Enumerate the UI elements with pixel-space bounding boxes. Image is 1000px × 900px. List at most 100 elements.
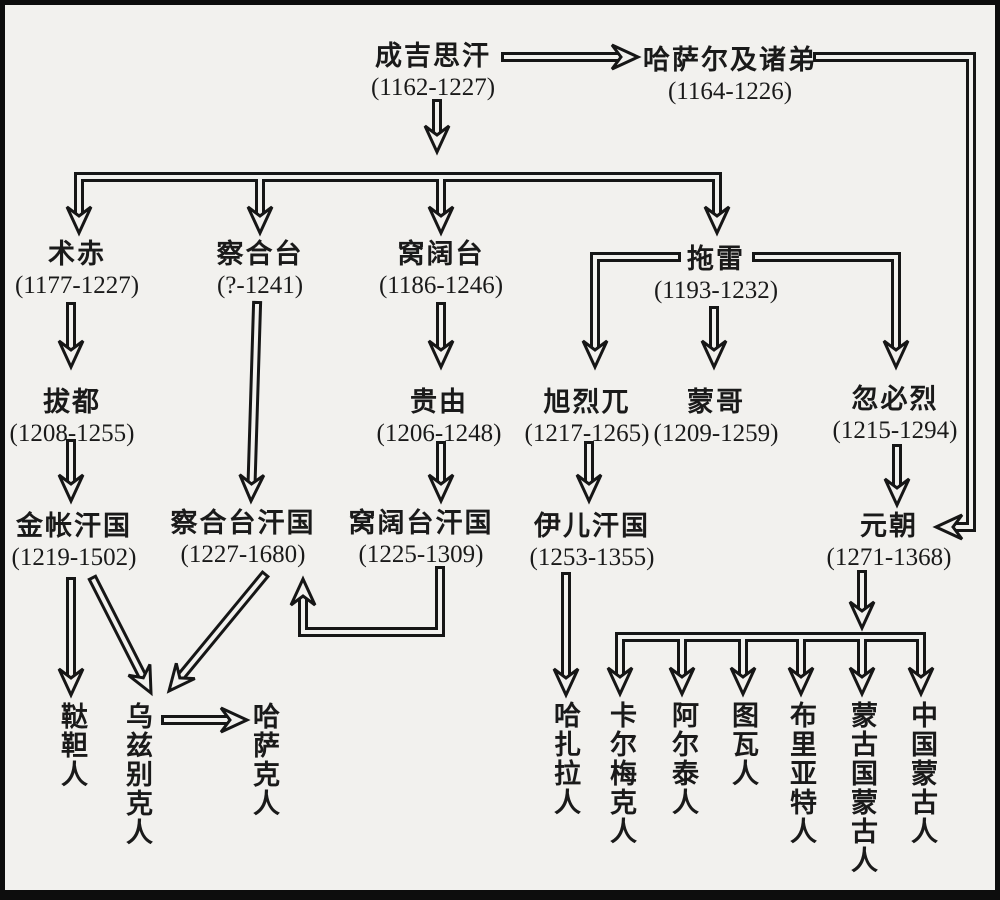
arrow-branch-bar-row5-core [618, 635, 923, 681]
node-yierhanguo-dates: (1253-1355) [529, 544, 655, 571]
arrowhead-tuolei-to-hubilie [882, 339, 910, 371]
node-mengguguomengguren: 蒙古国蒙古人 [847, 701, 877, 875]
node-guiyou-dates: (1206-1248) [376, 420, 502, 447]
node-wokuotaihanguo-dates: (1225-1309) [358, 541, 484, 568]
arrowhead-badu-to-jinzhanghanguo [57, 473, 85, 505]
node-hubilie-dates: (1215-1294) [832, 417, 958, 444]
node-aertairen: 阿尔泰人 [668, 701, 698, 817]
arrow-tuolei-to-xuliewu-core [593, 255, 678, 354]
node-wokuotai-dates: (1186-1246) [378, 272, 504, 299]
node-chengjisihan: 成吉思汗 (1162-1227) [371, 40, 495, 103]
node-hubilie-name: 忽必烈 [851, 384, 939, 414]
arrowhead-chengjisihan-to-hasaer [610, 43, 642, 71]
node-xuliewu-dates: (1217-1265) [524, 420, 650, 447]
node-wuzibiekeren: 乌兹别克人 [122, 702, 152, 847]
arrow-hasaer-to-yuanchao-core [816, 55, 973, 529]
node-yierhanguo-name: 伊儿汗国 [533, 511, 650, 541]
node-chahetai: 察合台 (?-1241) [217, 238, 304, 301]
node-zhongguomengguren: 中国蒙古人 [907, 701, 937, 846]
node-yuanchao: 元朝 (1271-1368) [827, 510, 952, 573]
node-badu: 拔都 (1208-1255) [10, 386, 135, 449]
node-jinzhanghanguo-dates: (1219-1502) [11, 544, 137, 571]
arrowhead-branch-bar-row2-start [65, 205, 93, 237]
arrowhead-branch-to-tuwaren [729, 666, 757, 698]
node-tuolei-name: 拖雷 [687, 244, 745, 274]
arrowhead-branch-to-mengguguomengguren [848, 666, 876, 698]
node-guiyou: 贵由 (1206-1248) [377, 386, 502, 449]
arrowhead-branch-bar-row5 [907, 666, 935, 698]
node-badu-dates: (1208-1255) [9, 420, 135, 447]
arrowhead-yuanchao-to-branch-row5 [848, 600, 876, 632]
node-shuchi-dates: (1177-1227) [14, 272, 140, 299]
node-jinzhanghanguo-name: 金帐汗国 [15, 511, 132, 541]
arrowhead-branch-bar-row2 [703, 205, 731, 237]
arrow-chahetaihanguo-to-wuzibiekeren-core [175, 574, 266, 683]
arrowhead-jinzhanghanguo-to-dadaren [57, 667, 85, 699]
node-hubilie: 忽必烈 (1215-1294) [833, 383, 958, 446]
arrowhead-wokuotaihanguo-to-chahetaihanguo [289, 575, 317, 607]
arrowhead-chahetai-to-chahetaihanguo [238, 473, 266, 505]
arrowhead-hubilie-to-yuanchao [883, 477, 911, 509]
node-wokuotai: 窝阔台 (1186-1246) [379, 238, 503, 301]
node-buliyateren: 布里亚特人 [786, 701, 816, 846]
node-mengge: 蒙哥 (1209-1259) [654, 386, 779, 449]
node-tuolei-dates: (1193-1232) [653, 277, 779, 304]
node-kaermeikeren: 卡尔梅克人 [606, 701, 636, 846]
node-yuanchao-name: 元朝 [859, 511, 918, 541]
node-chahetai-name: 察合台 [216, 239, 304, 269]
node-guiyou-name: 贵由 [409, 387, 468, 417]
node-xuliewu-name: 旭烈兀 [543, 387, 631, 417]
node-chahetai-dates: (?-1241) [216, 272, 304, 299]
node-mengge-dates: (1209-1259) [653, 420, 779, 447]
node-mengge-name: 蒙哥 [686, 387, 745, 417]
node-chahetaihanguo-name: 察合台汗国 [170, 508, 316, 538]
arrowhead-tuolei-to-xuliewu [581, 339, 609, 371]
node-tuwaren: 图瓦人 [728, 701, 758, 788]
arrowhead-wuzibiekeren-to-hasakeren [219, 706, 251, 734]
node-badu-name: 拔都 [42, 387, 101, 417]
node-dadaren: 鞑靼人 [57, 702, 87, 789]
arrow-jinzhanghanguo-to-wuzibiekeren-core [91, 578, 147, 683]
node-chengjisihan-dates: (1162-1227) [370, 74, 496, 101]
node-tuolei: 拖雷 (1193-1232) [654, 243, 778, 306]
arrowhead-wokuotai-to-guiyou [427, 339, 455, 371]
arrow-tuolei-to-hubilie-core [755, 255, 898, 354]
node-hazhalaren: 哈扎拉人 [550, 701, 580, 817]
arrow-wokuotaihanguo-to-chahetaihanguo-core [301, 569, 442, 634]
arrow-wokuotaihanguo-to-chahetaihanguo [298, 566, 445, 637]
node-hasakeren: 哈萨克人 [249, 702, 279, 818]
node-yuanchao-dates: (1271-1368) [826, 544, 952, 571]
arrowhead-guiyou-to-wokuotaihanguo [427, 473, 455, 505]
node-shuchi-name: 术赤 [48, 239, 106, 269]
arrow-branch-bar-row2-core [77, 175, 719, 220]
node-hasaer: 哈萨尔及诸弟 (1164-1226) [643, 44, 817, 107]
arrowhead-branch-bar-row5-start [606, 666, 634, 698]
node-chahetaihanguo-dates: (1227-1680) [180, 541, 306, 568]
arrowhead-jinzhanghanguo-to-wuzibiekeren [127, 663, 153, 697]
arrow-branch-bar-row5 [615, 632, 926, 684]
node-jinzhanghanguo: 金帐汗国 (1219-1502) [12, 510, 137, 573]
arrowhead-branch-to-buliyateren [787, 666, 815, 698]
node-wokuotai-name: 窝阔台 [397, 239, 485, 269]
node-hasaer-name: 哈萨尔及诸弟 [643, 45, 817, 75]
node-shuchi: 术赤 (1177-1227) [15, 238, 139, 301]
node-chengjisihan-name: 成吉思汗 [375, 41, 491, 71]
arrowhead-yierhanguo-to-hazhalaren [552, 667, 580, 699]
arrowhead-branch-to-wokuotai [427, 205, 455, 237]
arrowhead-branch-to-aertairen [668, 666, 696, 698]
arrowhead-hasaer-to-yuanchao [932, 513, 964, 541]
node-wokuotaihanguo-name: 窝阔台汗国 [348, 508, 494, 538]
arrowhead-shuchi-to-badu [57, 339, 85, 371]
arrowhead-xuliewu-to-yierhanguo [575, 473, 603, 505]
node-xuliewu: 旭烈兀 (1217-1265) [525, 386, 650, 449]
arrowhead-chahetaihanguo-to-wuzibiekeren [166, 662, 196, 694]
arrow-chahetai-to-chahetaihanguo-core [249, 303, 260, 489]
arrowhead-chengjisihan-to-branch-row2 [423, 124, 451, 156]
arrowhead-tuolei-to-mengge [700, 339, 728, 371]
arrow-branch-bar-row2 [74, 172, 722, 223]
arrowhead-branch-to-chahetai [246, 205, 274, 237]
node-yierhanguo: 伊儿汗国 (1253-1355) [530, 510, 655, 573]
node-wokuotaihanguo: 窝阔台汗国 (1225-1309) [349, 507, 494, 570]
